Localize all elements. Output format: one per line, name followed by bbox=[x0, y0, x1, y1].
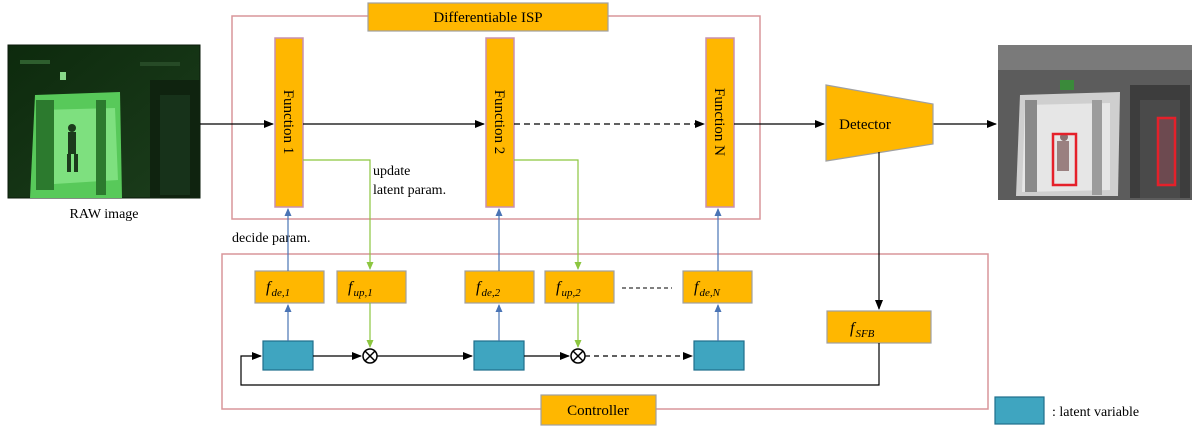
f-sfb-block: fSFB bbox=[826, 310, 932, 344]
latent-variable-1 bbox=[262, 340, 314, 371]
raw-image-photo bbox=[7, 44, 201, 199]
arrow-f1-to-fup1 bbox=[303, 159, 374, 270]
svg-text:fde,2: fde,2 bbox=[476, 279, 501, 299]
svg-text:fSFB: fSFB bbox=[850, 320, 875, 340]
detector-label: Detector bbox=[839, 117, 891, 133]
latent-variable-n bbox=[693, 340, 745, 371]
svg-text:fde,1: fde,1 bbox=[266, 279, 290, 299]
svg-text:fup,2: fup,2 bbox=[556, 279, 581, 299]
controller-title: Controller bbox=[567, 403, 629, 419]
function-n-box: Function N bbox=[705, 37, 735, 208]
function-n-label: Function N bbox=[711, 88, 727, 156]
detection-box-2 bbox=[1156, 116, 1177, 187]
legend-latent-text: : latent variable bbox=[1052, 405, 1139, 420]
function-2-box: Function 2 bbox=[485, 37, 515, 208]
svg-text:fup,1: fup,1 bbox=[348, 279, 373, 299]
f-de-1-block: fde,1 bbox=[254, 270, 325, 304]
function-1-label: Function 1 bbox=[280, 90, 296, 155]
isp-title: Differentiable ISP bbox=[433, 10, 542, 26]
decide-label: decide param. bbox=[232, 231, 311, 246]
detection-box-1 bbox=[1051, 132, 1078, 187]
legend-latent-swatch bbox=[994, 396, 1045, 425]
detection-output-photo bbox=[998, 45, 1192, 200]
arrow-f2-to-fup2 bbox=[514, 159, 582, 270]
detector-block bbox=[825, 84, 934, 162]
f-de-n-block: fde,N bbox=[682, 270, 753, 304]
f-up-1-block: fup,1 bbox=[336, 270, 407, 304]
isp-title-box bbox=[367, 2, 609, 32]
controller-title-box bbox=[540, 394, 657, 426]
svg-text:fde,N: fde,N bbox=[694, 279, 721, 299]
function-1-box: Function 1 bbox=[274, 37, 304, 208]
multiply-node-2 bbox=[570, 348, 586, 364]
function-2-label: Function 2 bbox=[491, 90, 507, 155]
latent-variable-2 bbox=[473, 340, 525, 371]
f-up-2-block: fup,2 bbox=[544, 270, 615, 304]
raw-image-label: RAW image bbox=[70, 207, 139, 222]
update-label-line1: update bbox=[373, 164, 410, 179]
f-de-2-block: fde,2 bbox=[464, 270, 535, 304]
update-label-line2: latent param. bbox=[373, 183, 446, 198]
arrow-fsfb-feedback-loop bbox=[240, 343, 880, 386]
multiply-node-1 bbox=[362, 348, 378, 364]
